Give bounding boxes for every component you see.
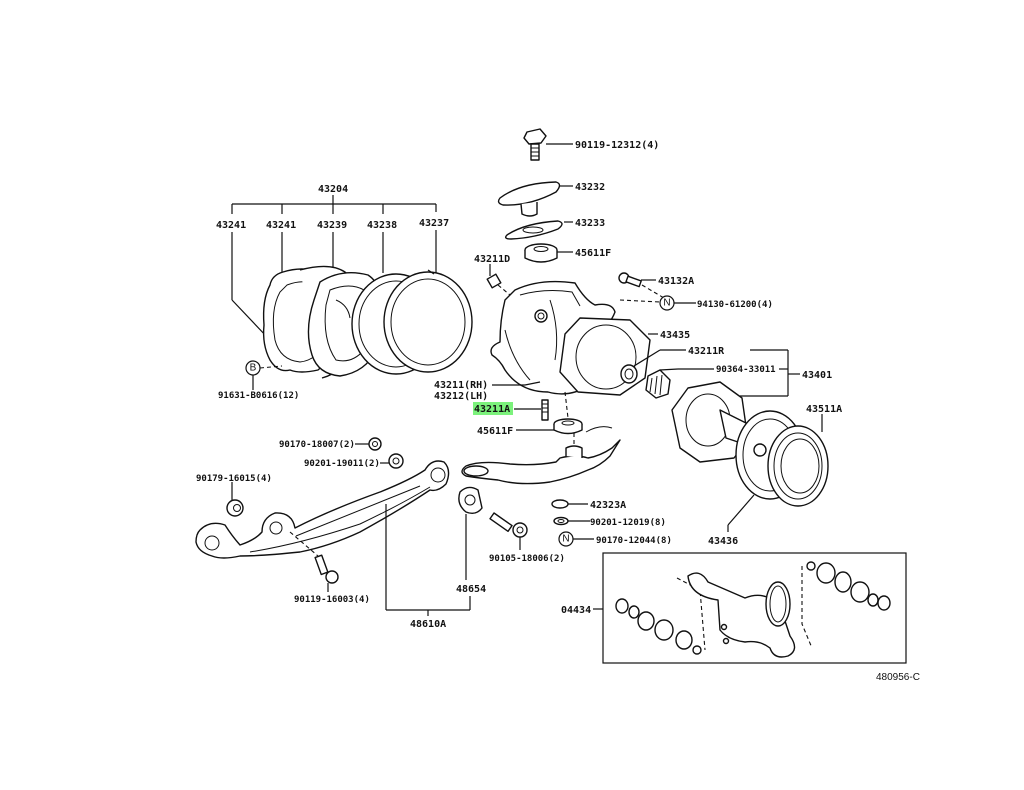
kit-box-04434 [593, 552, 907, 664]
bolt-90119-12312 [523, 128, 573, 161]
bearing-45611F-bottom [516, 418, 583, 435]
flange-43435 [559, 317, 658, 396]
washer-42323A [551, 499, 588, 509]
label-43211-RH: 43211(RH) [434, 380, 488, 391]
label-43435: 43435 [660, 330, 690, 341]
label-43232: 43232 [575, 182, 605, 193]
label-45611F-top: 45611F [575, 248, 611, 259]
label-90364-33011: 90364-33011 [716, 365, 776, 375]
label-94130-61200: 94130-61200(4) [697, 300, 773, 310]
label-04434: 04434 [561, 605, 591, 616]
label-90170-12044: 90170-12044(8) [596, 536, 672, 546]
label-90170-18007: 90170-18007(2) [279, 440, 355, 450]
nut-90170-18007 [355, 437, 382, 451]
stud-43211D [486, 264, 511, 296]
label-90201-12019: 90201-12019(8) [590, 518, 666, 528]
label-90119-12312: 90119-12312(4) [575, 140, 659, 151]
callout-n-top: N [619, 295, 696, 311]
label-43233: 43233 [575, 218, 605, 229]
svg-text:N: N [663, 298, 670, 309]
highlight-43211A [473, 402, 513, 415]
needle-bearing-90364-33011 [645, 368, 714, 399]
leaders-43204-group [231, 230, 437, 339]
label-43212-LH: 43212(LH) [434, 391, 488, 402]
bracket-43204 [231, 195, 437, 214]
leader-43211-knuckle [492, 381, 541, 386]
cap-43232 [497, 181, 573, 217]
diagram-reference-code: 480956-C [876, 672, 920, 683]
label-43132A: 43132A [658, 276, 694, 287]
label-43211R: 43211R [688, 346, 725, 357]
label-43239: 43239 [317, 220, 347, 231]
washer-90201-19011 [380, 453, 404, 469]
shim-43233 [504, 220, 573, 240]
label-90119-16003: 90119-16003(4) [294, 595, 370, 605]
label-42323A: 42323A [590, 500, 626, 511]
ring-43237 [383, 269, 473, 373]
label-43238: 43238 [367, 220, 397, 231]
label-48610A: 48610A [410, 619, 446, 630]
label-43241-b: 43241 [266, 220, 296, 231]
bushing-48654 [458, 465, 489, 580]
label-48654: 48654 [456, 584, 486, 595]
steering-arm [461, 426, 621, 485]
label-43511A: 43511A [806, 404, 842, 415]
lower-arm-48610A [195, 460, 450, 559]
label-43211D: 43211D [474, 254, 510, 265]
bearing-45611F-top [524, 243, 573, 263]
bolt-90119-16003 [289, 531, 339, 592]
label-43211A[interactable]: 43211A [474, 404, 510, 415]
washer-90201-12019 [553, 516, 590, 526]
callout-n-bottom: N [558, 531, 594, 547]
nut-90179-16015 [226, 482, 244, 517]
bracket-48610A [385, 504, 471, 616]
label-43436: 43436 [708, 536, 738, 547]
bolt-43132A [618, 272, 665, 299]
stud-43211A [514, 391, 569, 421]
label-43401: 43401 [802, 370, 832, 381]
callout-b: B [245, 360, 283, 390]
svg-text:B: B [250, 363, 257, 374]
bolt-90105-18006 [489, 512, 528, 550]
label-90179-16015: 90179-16015(4) [196, 474, 272, 484]
bushing-43211R [620, 349, 686, 384]
label-43204: 43204 [318, 184, 348, 195]
label-90201-19011: 90201-19011(2) [304, 459, 380, 469]
label-43237: 43237 [419, 218, 449, 229]
label-91631-B0616: 91631-B0616(12) [218, 391, 299, 401]
svg-text:N: N [562, 534, 569, 545]
bracket-43401 [740, 349, 800, 397]
label-43241-a: 43241 [216, 220, 246, 231]
label-45611F-bottom: 45611F [477, 426, 513, 437]
seal-43511A [767, 414, 829, 507]
label-90105-18006: 90105-18006(2) [489, 554, 565, 564]
